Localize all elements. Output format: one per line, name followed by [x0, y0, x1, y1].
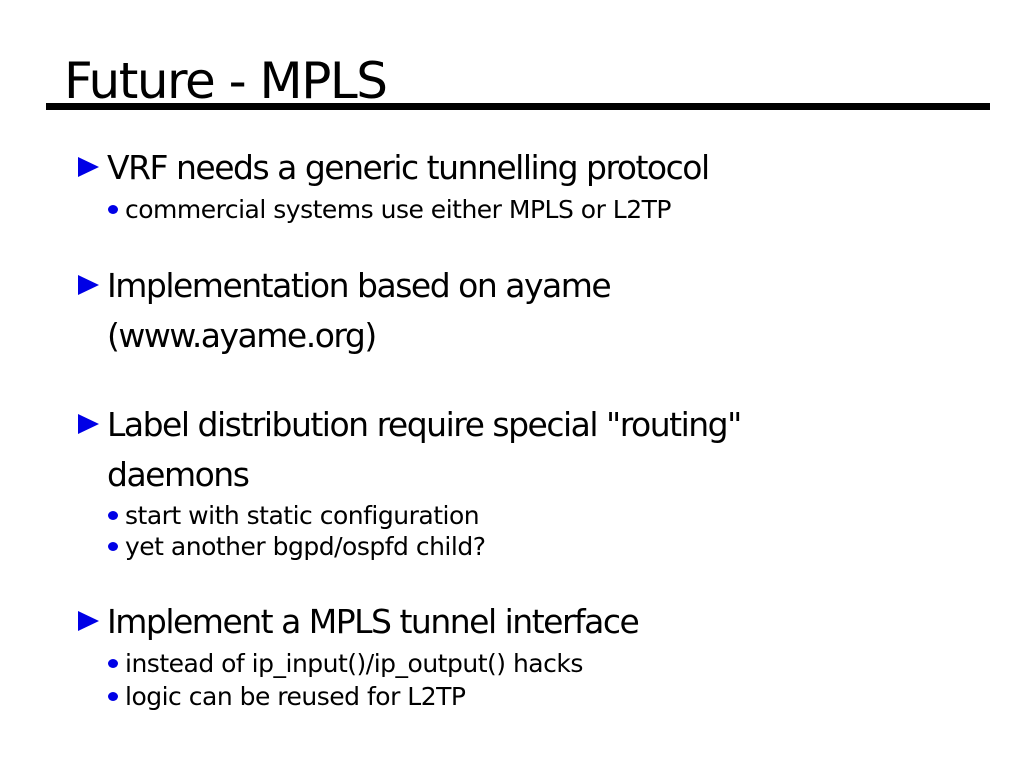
- sub-bullet-text: commercial systems use either MPLS or L2…: [125, 194, 671, 224]
- sub-bullet-line: instead of ip_input()/ip_output() hacks: [108, 647, 583, 679]
- dot-bullet-icon: [108, 204, 118, 214]
- triangle-bullet-icon: [78, 611, 99, 631]
- dot-bullet-icon: [108, 541, 118, 551]
- dot-bullet-icon: [108, 658, 118, 668]
- bullet-line: Label distribution require special "rout…: [78, 399, 742, 449]
- sub-bullet-text: yet another bgpd/ospfd child?: [125, 531, 486, 561]
- triangle-bullet-icon: [78, 275, 99, 295]
- sub-bullet-line: start with static configuration: [108, 499, 480, 531]
- triangle-bullet-icon: [78, 157, 99, 177]
- bullet-line-continuation: (www.ayame.org): [78, 310, 377, 360]
- bullet-text: (www.ayame.org): [107, 315, 377, 355]
- sub-bullet-text: logic can be reused for L2TP: [125, 681, 466, 711]
- triangle-bullet-icon: [78, 414, 99, 434]
- sub-bullet-text: start with static configuration: [125, 500, 480, 530]
- bullet-text: VRF needs a generic tunnelling protocol: [107, 147, 710, 187]
- sub-bullet-line: logic can be reused for L2TP: [108, 680, 466, 712]
- bullet-text: daemons: [107, 454, 250, 494]
- sub-bullet-line: commercial systems use either MPLS or L2…: [108, 193, 671, 225]
- page-title: Future - MPLS: [64, 52, 388, 110]
- bullet-line: Implementation based on ayame: [78, 260, 612, 310]
- bullet-text: Implementation based on ayame: [107, 265, 612, 305]
- sub-bullet-line: yet another bgpd/ospfd child?: [108, 530, 486, 562]
- dot-bullet-icon: [108, 510, 118, 520]
- bullet-line: Implement a MPLS tunnel interface: [78, 596, 640, 646]
- page-title-text: Future - MPLS: [64, 52, 388, 110]
- bullet-line-continuation: daemons: [78, 449, 250, 499]
- title-underline: [46, 103, 990, 110]
- bullet-text: Implement a MPLS tunnel interface: [107, 601, 640, 641]
- bullet-text: Label distribution require special "rout…: [107, 404, 742, 444]
- bullet-line: VRF needs a generic tunnelling protocol: [78, 142, 710, 192]
- sub-bullet-text: instead of ip_input()/ip_output() hacks: [125, 648, 583, 678]
- dot-bullet-icon: [108, 691, 118, 701]
